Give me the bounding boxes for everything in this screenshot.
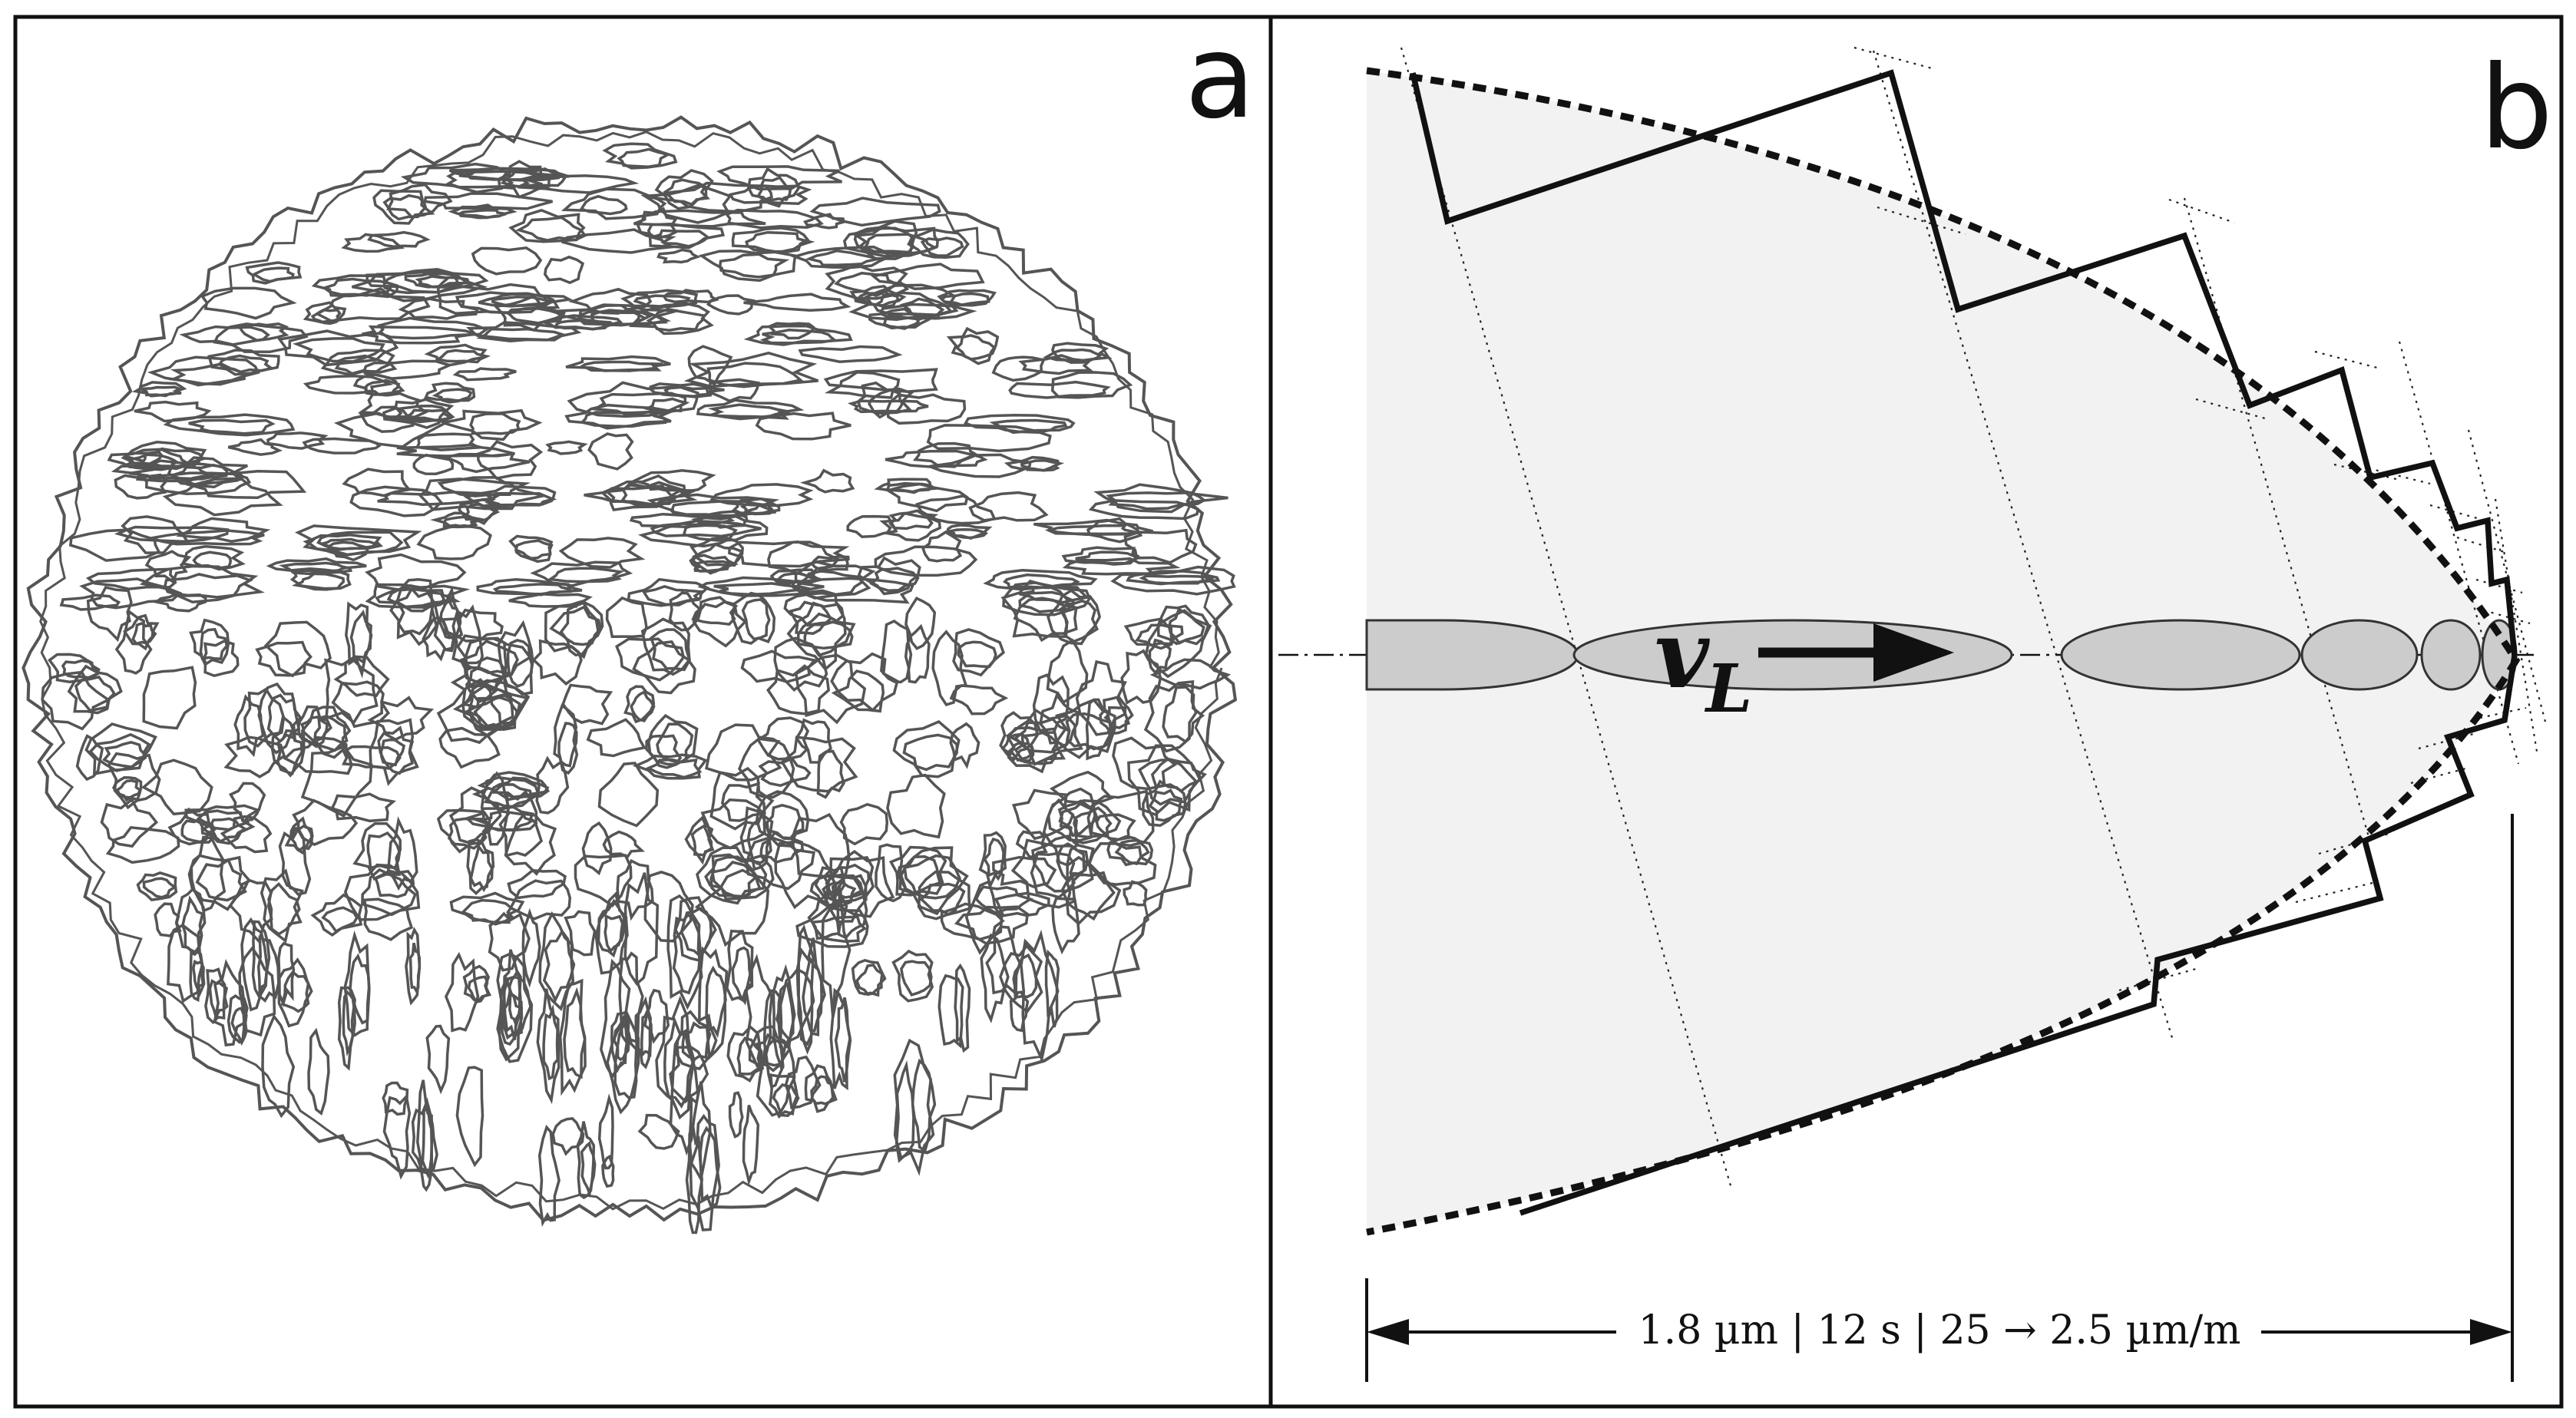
velocity-arrow (1758, 623, 1954, 682)
dimension-label: 1.8 µm | 12 s | 25 → 2.5 µm/m (1639, 1307, 2241, 1354)
panel-b-label: b (2480, 41, 2553, 175)
contour-map (21, 115, 1238, 1235)
ellipse-5 (2420, 619, 2482, 691)
stepped-boundary-top (1410, 69, 2518, 656)
stepped-boundary-bottom (1519, 655, 2518, 1216)
dimension-line (1365, 814, 2514, 1382)
velocity-symbol: v (1655, 599, 1710, 709)
velocity-subscript: L (1704, 650, 1752, 728)
panel-b: b (1278, 41, 2553, 1382)
panel-a: a (21, 11, 1255, 1235)
ellipse-3 (2060, 619, 2301, 691)
guide-lines (1400, 47, 2547, 1189)
ellipse-4 (2300, 619, 2419, 691)
envelope-curve (1366, 67, 2521, 1236)
panel-a-label: a (1185, 11, 1255, 144)
velocity-label: vL (1655, 599, 1752, 728)
